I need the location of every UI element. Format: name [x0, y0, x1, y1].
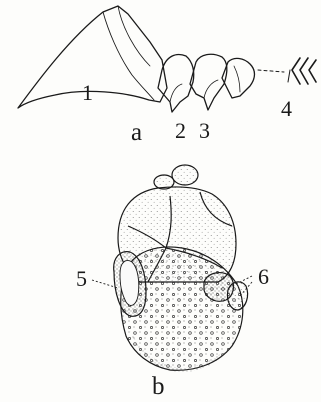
cusp-2-base: [170, 84, 182, 102]
label-6: 6: [258, 266, 269, 288]
dashed-connector: [258, 70, 284, 72]
cusp-extra-inner: [234, 66, 240, 92]
chevrons-4: [292, 58, 316, 84]
chevron-4-tail: [288, 70, 290, 82]
cusp-3-outline: [190, 54, 227, 110]
label-4: 4: [281, 98, 292, 120]
panel-label-a: a: [131, 120, 142, 145]
panel-label-b: b: [152, 374, 165, 399]
label-5: 5: [76, 268, 87, 290]
part-a-drawing: [18, 6, 316, 112]
right-cusp-6b: [227, 282, 247, 310]
cusp-2-outline: [158, 55, 194, 112]
label-2: 2: [175, 120, 186, 142]
label-1: 1: [82, 82, 93, 104]
cusp-1-inner-edge: [103, 12, 154, 100]
part-b-drawing: [92, 165, 252, 372]
top-node-right: [172, 165, 198, 185]
label-3: 3: [199, 120, 210, 142]
